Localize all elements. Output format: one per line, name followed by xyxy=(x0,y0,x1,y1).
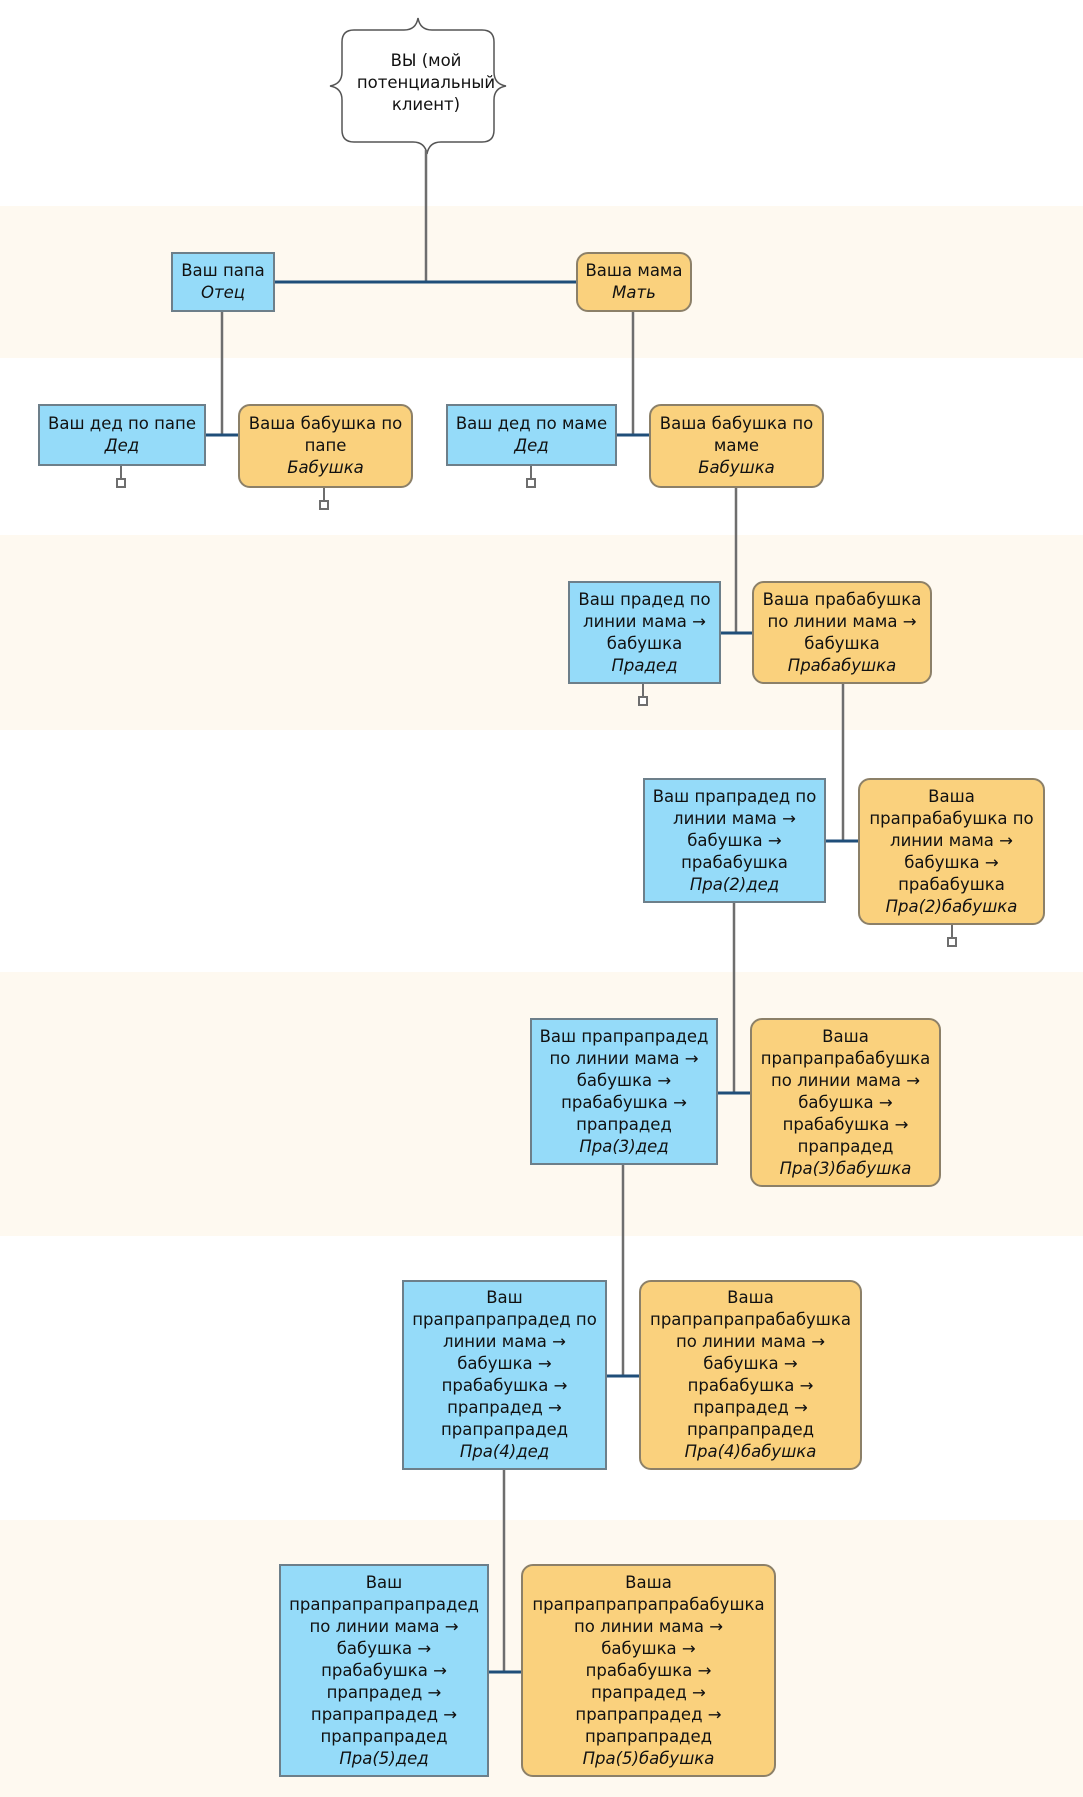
person-role: Пра(4)бабушка xyxy=(684,1442,817,1461)
person-node-g3-grandfather[interactable]: Ваш прапрапрадед по линии мама → бабушка… xyxy=(530,1018,718,1165)
person-role: Пра(3)бабушка xyxy=(779,1158,912,1178)
person-name: Ваша бабушка по маме xyxy=(659,414,814,455)
person-node-g2-grandfather[interactable]: Ваш прапрадед по линии мама → бабушка → … xyxy=(643,778,826,903)
person-name: Ваша прапрапрапрапрабабушка по линии мам… xyxy=(532,1572,765,1746)
person-node-great-grandmother[interactable]: Ваша прабабушка по линии мама → бабушка … xyxy=(752,581,932,684)
person-node-mother[interactable]: Ваша мама Мать xyxy=(576,252,692,312)
person-node-father[interactable]: Ваш папа Отец xyxy=(171,252,275,312)
person-node-paternal-grandmother[interactable]: Ваша бабушка по папе Бабушка xyxy=(238,404,413,488)
person-name: Ваш дед по маме xyxy=(455,414,608,433)
person-role: Дед xyxy=(104,436,140,455)
person-node-maternal-grandfather[interactable]: Ваш дед по маме Дед xyxy=(446,404,617,466)
person-node-g5-grandfather[interactable]: Ваш прапрапрапрапрадед по линии мама → б… xyxy=(279,1564,489,1777)
person-node-maternal-grandmother[interactable]: Ваша бабушка по маме Бабушка xyxy=(649,404,824,488)
person-role: Дед xyxy=(514,436,549,455)
person-name: Ваш дед по папе xyxy=(48,414,196,433)
person-name: Ваша прапрапрапрабабушка по линии мама →… xyxy=(650,1288,851,1439)
person-name: Ваш прапрадед по линии мама → бабушка → … xyxy=(652,786,817,872)
person-node-g3-grandmother[interactable]: Ваша прапрапрабабушка по линии мама → ба… xyxy=(750,1018,941,1187)
person-role: Прабабушка xyxy=(787,655,897,675)
person-role: Пра(2)дед xyxy=(689,874,780,894)
person-node-paternal-grandfather[interactable]: Ваш дед по папе Дед xyxy=(38,404,206,466)
person-node-great-grandfather[interactable]: Ваш прадед по линии мама → бабушка Праде… xyxy=(568,581,721,684)
expand-handle xyxy=(638,696,648,706)
person-name: Ваша бабушка по папе xyxy=(248,414,403,455)
person-role: Мать xyxy=(612,283,656,302)
person-name: Ваш прапрапрадед по линии мама → бабушка… xyxy=(539,1026,709,1134)
person-node-g5-grandmother[interactable]: Ваша прапрапрапрапрабабушка по линии мам… xyxy=(521,1564,776,1777)
root-node-label: ВЫ (мой потенциальный клиент) xyxy=(356,51,496,114)
person-role: Пра(4)дед xyxy=(459,1442,550,1461)
person-name: Ваш прадед по линии мама → бабушка xyxy=(578,589,711,653)
person-name: Ваш папа xyxy=(181,261,265,280)
person-name: Ваш прапрапрапрапрадед по линии мама → б… xyxy=(289,1572,479,1746)
person-role: Пра(5)бабушка xyxy=(582,1748,715,1768)
person-role: Бабушка xyxy=(698,458,775,477)
person-role: Пра(5)дед xyxy=(339,1748,429,1768)
expand-handle xyxy=(319,500,329,510)
person-role: Отец xyxy=(201,283,245,302)
person-node-g2-grandmother[interactable]: Ваша прапрабабушка по линии мама → бабуш… xyxy=(858,778,1045,925)
root-node-shape xyxy=(329,17,507,155)
person-name: Ваша прапрапрабабушка по линии мама → ба… xyxy=(760,1026,931,1156)
person-role: Пра(2)бабушка xyxy=(885,896,1018,916)
person-name: Ваша прабабушка по линии мама → бабушка xyxy=(762,589,922,653)
person-name: Ваша прапрабабушка по линии мама → бабуш… xyxy=(869,786,1034,894)
expand-handle xyxy=(526,478,536,488)
person-node-g4-grandmother[interactable]: Ваша прапрапрапрабабушка по линии мама →… xyxy=(639,1280,862,1470)
expand-handle xyxy=(116,478,126,488)
person-name: Ваш прапрапрапрадед по линии мама → бабу… xyxy=(412,1288,597,1439)
person-node-g4-grandfather[interactable]: Ваш прапрапрапрадед по линии мама → бабу… xyxy=(402,1280,607,1470)
person-role: Прадед xyxy=(611,655,678,675)
expand-handle xyxy=(947,937,957,947)
person-name: Ваша мама xyxy=(585,261,683,280)
person-role: Бабушка xyxy=(287,458,364,477)
person-role: Пра(3)дед xyxy=(579,1136,669,1156)
